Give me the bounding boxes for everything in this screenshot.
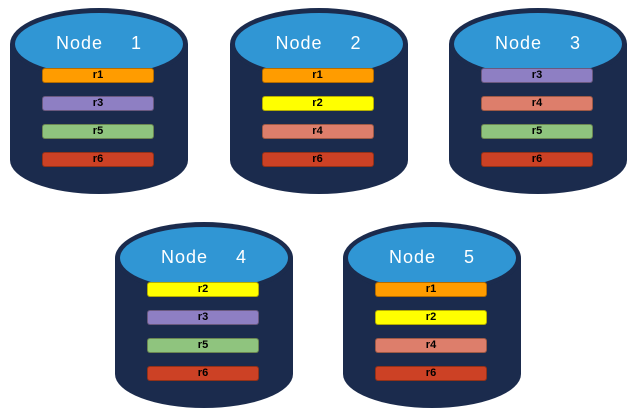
replica-bar: r6 [375, 366, 487, 381]
node-row-top: Node 1 r1 r3 r5 r6 Node 2 r1 r2 r4 r6 [0, 8, 636, 194]
node-title: Node 4 [160, 247, 248, 267]
cylinder-top-cap: Node 4 [120, 227, 288, 289]
replica-bar: r1 [375, 282, 487, 297]
replica-list: r1 r3 r5 r6 [42, 68, 154, 167]
cylinder-top-cap: Node 2 [234, 13, 403, 75]
node-cylinder-3: Node 3 r3 r4 r5 r6 [449, 8, 627, 194]
replica-list: r3 r4 r5 r6 [481, 68, 593, 167]
node-row-bottom: Node 4 r2 r3 r5 r6 Node 5 r1 r2 r4 r6 [0, 222, 636, 408]
replica-bar: r6 [42, 152, 154, 167]
node-title: Node 2 [275, 33, 362, 53]
replica-bar: r2 [261, 96, 374, 111]
replica-bar: r5 [42, 124, 154, 139]
replica-bar: r4 [261, 124, 374, 139]
replica-bar: r5 [481, 124, 593, 139]
node-cylinder-2: Node 2 r1 r2 r4 r6 [229, 8, 408, 194]
node-cylinder-1: Node 1 r1 r3 r5 r6 [10, 8, 188, 194]
replica-bar: r4 [375, 338, 487, 353]
cylinder-top-cap: Node 1 [15, 13, 183, 75]
replica-list: r1 r2 r4 r6 [375, 282, 487, 381]
replica-bar: r2 [147, 282, 259, 297]
replica-bar: r1 [42, 68, 154, 83]
replica-bar: r3 [147, 310, 259, 325]
replica-bar: r6 [481, 152, 593, 167]
replica-bar: r2 [375, 310, 487, 325]
node-title: Node 3 [494, 33, 582, 53]
node-cylinder-4: Node 4 r2 r3 r5 r6 [115, 222, 293, 408]
node-cylinder-5: Node 5 r1 r2 r4 r6 [343, 222, 521, 408]
replica-bar: r1 [261, 68, 374, 83]
replica-list: r2 r3 r5 r6 [147, 282, 259, 381]
cylinder-top-cap: Node 5 [348, 227, 516, 289]
replica-bar: r4 [481, 96, 593, 111]
replica-bar: r3 [42, 96, 154, 111]
replica-bar: r6 [261, 152, 374, 167]
replica-list: r1 r2 r4 r6 [261, 68, 374, 167]
replica-bar: r3 [481, 68, 593, 83]
replica-bar: r6 [147, 366, 259, 381]
cylinder-top-cap: Node 3 [454, 13, 622, 75]
replica-bar: r5 [147, 338, 259, 353]
node-title: Node 5 [388, 247, 476, 267]
node-title: Node 1 [55, 33, 143, 53]
